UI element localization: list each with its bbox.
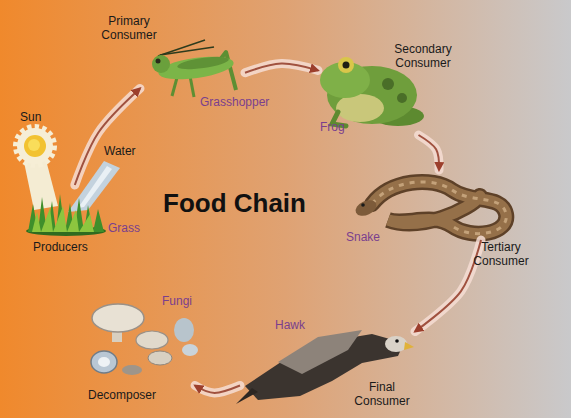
frog-spot [397,93,407,103]
grasshopper-head [152,55,170,73]
arrow-line [195,386,240,393]
arrow-band [245,64,318,73]
grass-blades [28,194,104,232]
food-arrow [419,135,440,170]
frog-spot [382,78,394,90]
element-label: Water [104,144,136,158]
hawk-beak [404,342,414,350]
grasshopper-leg [190,76,194,97]
grasshopper-eye [156,59,161,64]
mushroom-cap [148,351,172,365]
organism-name: Snake [346,230,380,244]
organism-name: Hawk [275,318,305,332]
mushroom-cap [136,331,168,349]
food-arrow [245,64,318,73]
frog-eye [338,57,354,73]
sun-beam [24,160,58,210]
organism-name: Frog [320,120,345,134]
hawk-head [385,336,407,352]
snake-head [353,197,379,219]
fungus-ring-center [98,357,110,367]
organism-name: Grasshopper [200,95,269,109]
frog-belly [336,94,384,122]
frog-head [320,62,370,98]
sun-core [28,139,40,151]
trophic-level: Tertiary Consumer [470,240,532,268]
sun-rays [17,128,53,164]
hawk-tail [236,388,258,404]
water-stream [68,161,120,212]
trophic-level: Decomposer [88,388,156,402]
mushroom-cap [92,304,144,332]
food-arrow [195,386,240,393]
organism-node: Secondary ConsumerFrog [318,40,468,135]
sun-disc [24,135,46,157]
water-highlight [78,166,112,208]
fungus-ring [91,351,117,373]
organism-name: Fungi [162,294,192,308]
hawk-eye [395,339,399,343]
snake-pattern [372,182,506,234]
fungus-blob [122,365,142,375]
arrow-band [75,88,140,185]
diagram-title: Food Chain [163,188,306,219]
frog-pupil [343,62,350,69]
arrow-line [75,88,140,185]
trophic-level: Final Consumer [352,380,412,408]
organism-node: HawkFinal Consumer [240,318,415,408]
arrow-line [419,135,440,170]
trophic-level: Primary Consumer [98,14,160,42]
snake-coil [372,182,506,234]
organism-name: Grass [108,221,140,235]
organism-node: GrassProducers [15,185,130,255]
arrow-band [415,240,481,332]
arrow-band [195,386,240,393]
organism-node: SnakeTertiary Consumer [345,170,545,240]
hawk-wing [278,330,362,374]
arrow-band [419,135,440,170]
snake-eye [361,203,365,207]
fungus-blob [182,344,198,356]
fungus-blob [174,318,194,342]
grasshopper-antenna [160,47,214,55]
food-arrow [415,240,481,332]
grasshopper-wing [177,54,230,71]
arrow-line [245,64,318,73]
element-label: Sun [20,110,41,124]
arrow-line [415,240,481,332]
organism-node: Primary ConsumerGrasshopper [140,12,245,110]
grass-blades-light [32,206,94,232]
trophic-level: Secondary Consumer [388,42,458,70]
organism-node: FungiDecomposer [75,292,195,402]
snake-coil-outline [372,182,506,234]
trophic-level: Producers [33,240,88,254]
food-arrow [75,88,140,185]
